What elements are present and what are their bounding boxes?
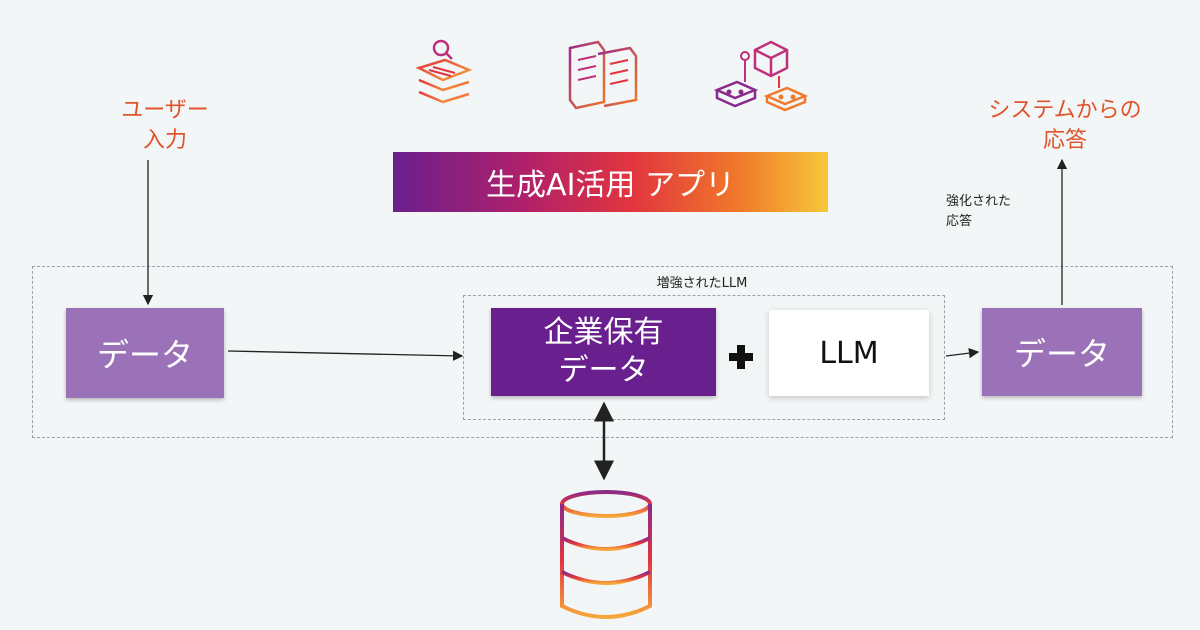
genai-app-banner: 生成AI活用 アプリ (393, 152, 828, 212)
enterprise-data-line1: 企業保有 (543, 315, 664, 350)
enterprise-data-line2: データ (558, 353, 649, 388)
enhanced-response-line2: 応答 (946, 214, 973, 229)
system-response-line1: システムからの (988, 98, 1142, 123)
enterprise-data-box: 企業保有 データ (491, 308, 716, 396)
enhanced-response-label: 強化された 応答 (946, 192, 1066, 232)
augmented-llm-label: 増強されたLLM (656, 276, 748, 291)
user-input-label: ユーザー 入力 (80, 96, 250, 156)
cube-network-icon (713, 40, 809, 112)
documents-icon (568, 40, 638, 110)
augmented-llm-container (463, 295, 945, 420)
arrow-llm-to-data (945, 347, 980, 359)
arrow-data-to-enterprise (227, 350, 464, 362)
search-documents-icon (415, 39, 473, 104)
right-data-box: データ (982, 308, 1142, 396)
system-response-line2: 応答 (1042, 128, 1087, 153)
llm-box: LLM (769, 310, 929, 396)
left-data-box: データ (66, 308, 224, 398)
plus-icon (729, 345, 753, 369)
database-icon (560, 490, 652, 619)
enhanced-response-line1: 強化された (946, 194, 1012, 209)
user-input-line1: ユーザー (121, 98, 209, 123)
user-input-line2: 入力 (142, 128, 187, 153)
system-response-label: システムからの 応答 (960, 96, 1170, 156)
